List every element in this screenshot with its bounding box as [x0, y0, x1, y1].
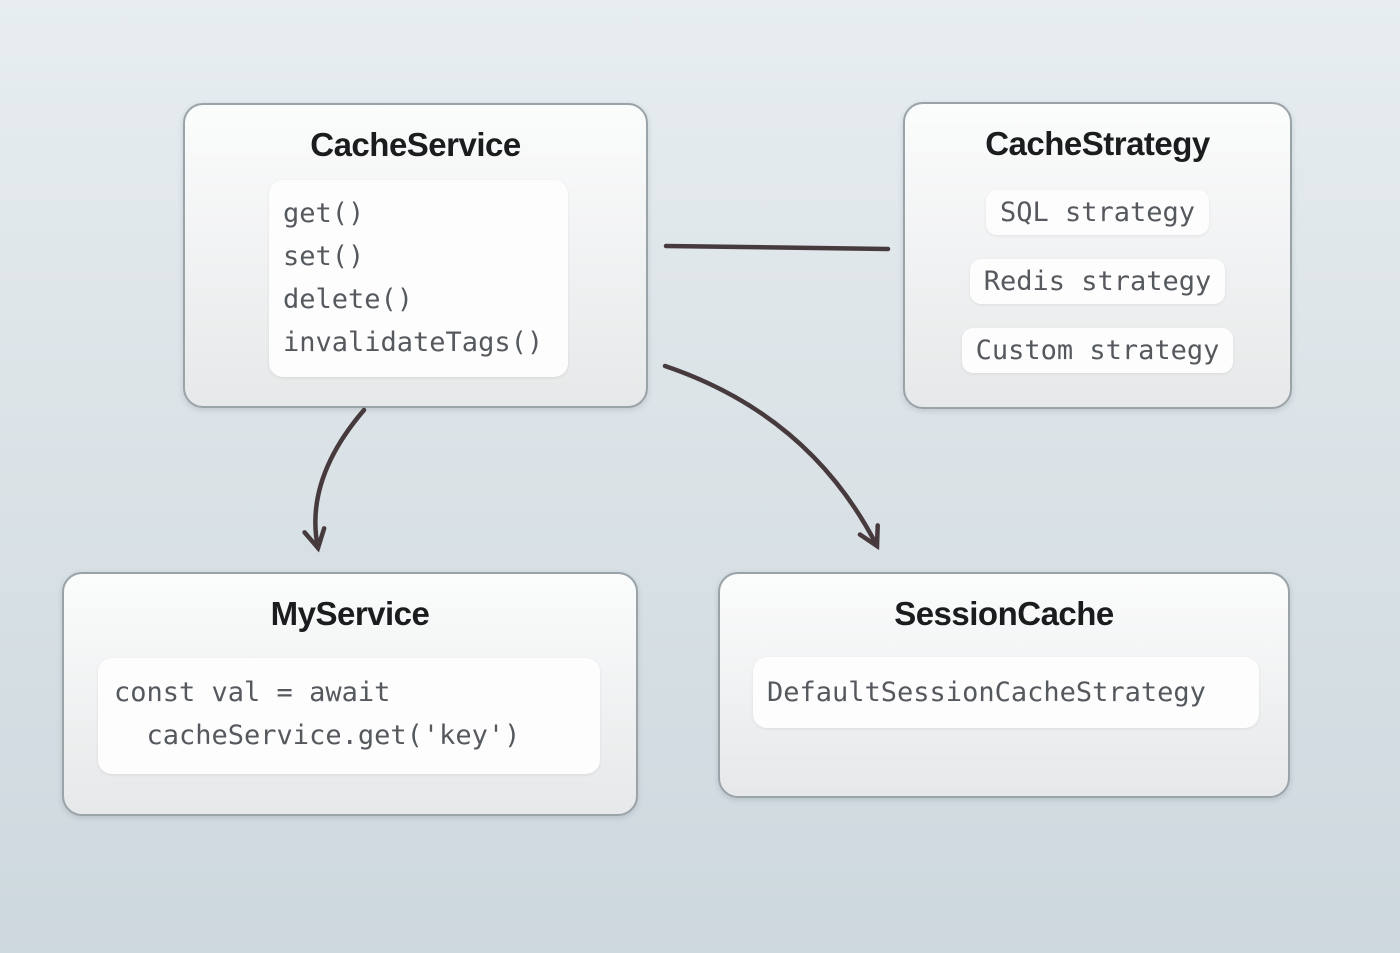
method-item: get() [283, 198, 365, 229]
my-service-title: MyService [270, 595, 430, 632]
session-cache-title: SessionCache [894, 595, 1114, 632]
cache-service-title: CacheService [310, 126, 521, 163]
cache-service-methods-card: get() set() delete() invalidateTags() [269, 180, 568, 377]
code-line: cacheService.get('key') [114, 720, 521, 751]
node-session-cache: SessionCache DefaultSessionCacheStrategy [718, 572, 1290, 798]
method-item: delete() [283, 284, 414, 315]
code-line: const val = await [114, 677, 391, 708]
edge-arrow-cacheservice-to-sessioncache [662, 363, 880, 551]
edge-arrow-cacheservice-to-myservice [302, 407, 367, 553]
node-cache-service: CacheService get() set() delete() invali… [183, 103, 648, 408]
my-service-code-card: const val = await cacheService.get('key'… [98, 658, 600, 774]
method-item: set() [283, 241, 365, 272]
strategy-pill-stack: SQL strategy Redis strategy Custom strat… [905, 190, 1290, 373]
cache-strategy-title: CacheStrategy [985, 125, 1210, 162]
node-cache-strategy: CacheStrategy SQL strategy Redis strateg… [903, 102, 1292, 409]
edge-line-cacheservice-to-cachestrategy [663, 243, 891, 252]
method-item: invalidateTags() [283, 327, 544, 358]
session-strategy-pill: DefaultSessionCacheStrategy [753, 657, 1259, 728]
strategy-pill: Custom strategy [961, 328, 1234, 373]
node-my-service: MyService const val = await cacheService… [62, 572, 638, 816]
strategy-pill: SQL strategy [985, 190, 1210, 235]
strategy-pill: Redis strategy [969, 259, 1226, 304]
